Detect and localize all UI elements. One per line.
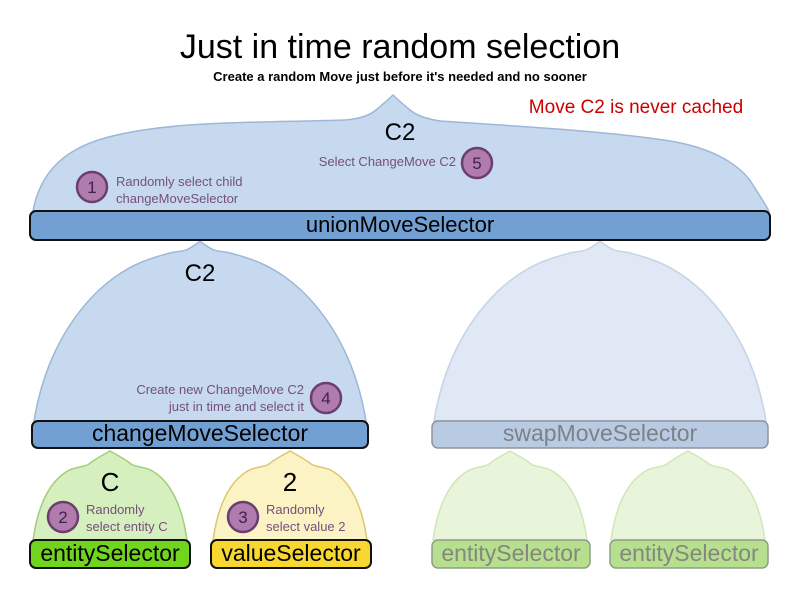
step-4-number: 4 [321,389,330,408]
page-subtitle: Create a random Move just before it's ne… [213,69,587,84]
change-bar-label: changeMoveSelector [92,420,308,446]
step-1-number: 1 [87,178,96,197]
step-3-number: 3 [238,508,247,527]
page-title: Just in time random selection [180,28,620,66]
step-4-badge [309,381,343,415]
entity-bar-label: entitySelector [40,540,180,566]
step-2-number: 2 [58,508,67,527]
swap-funnel-shape [433,240,767,422]
value-bar-label: valueSelector [221,540,361,566]
step-3-text-line2: select value 2 [266,519,346,534]
value-result-label: 2 [283,467,297,497]
step-2-text-line1: Randomly [86,502,145,517]
value-bar-rect [210,539,372,569]
step-3-text-line1: Randomly [266,502,325,517]
entity-faded-right-funnel-shape [610,450,766,541]
entity-faded-right-bar-rect [609,539,769,569]
value-selector-bar: valueSelector [210,539,372,569]
swap-bar-label: swapMoveSelector [503,420,698,446]
entity-faded-right-bar-label: entitySelector [619,540,759,566]
step-2-text-line2: select entity C [86,519,168,534]
entity-faded-left-funnel-shape [432,450,588,541]
union-funnel-shape [32,93,771,212]
entity-faded-left-bar-label: entitySelector [441,540,581,566]
entity-selector-faded-left-bar: entitySelector [431,539,591,569]
step-3-badge [226,500,260,534]
step-1-text-line1: Randomly select child [116,174,242,189]
change-move-selector-bar: changeMoveSelector [31,420,369,449]
union-result-label: C2 [385,119,416,146]
never-cached-note: Move C2 is never cached [529,97,743,118]
step-5-text: Select ChangeMove C2 [319,154,456,169]
step-1-badge [75,170,109,204]
entity-result-label: C [101,467,120,497]
swap-bar-rect [431,420,769,449]
step-4-text-line2: just in time and select it [168,399,305,414]
step-4-text-line1: Create new ChangeMove C2 [136,382,304,397]
step-2-badge [46,500,80,534]
union-move-selector-bar: unionMoveSelector [29,210,771,241]
union-bar-label: unionMoveSelector [306,212,494,237]
step-5-annotation: Select ChangeMove C2 5 [319,146,494,180]
step-3-annotation: 3 Randomly select value 2 [226,500,346,534]
step-5-badge [460,146,494,180]
entity-bar-rect [29,539,191,569]
step-5-number: 5 [472,154,481,173]
step-4-annotation: Create new ChangeMove C2 just in time an… [136,381,343,415]
union-bar-rect [29,210,771,241]
entity-selector-bar: entitySelector [29,539,191,569]
entity-selector-faded-right-bar: entitySelector [609,539,769,569]
change-result-label: C2 [185,260,216,287]
entity-faded-left-bar-rect [431,539,591,569]
swap-move-selector-bar: swapMoveSelector [431,420,769,449]
change-bar-rect [31,420,369,449]
step-2-annotation: 2 Randomly select entity C [46,500,168,534]
step-1-annotation: 1 Randomly select child changeMoveSelect… [75,170,242,206]
step-1-text-line2: changeMoveSelector [116,191,239,206]
